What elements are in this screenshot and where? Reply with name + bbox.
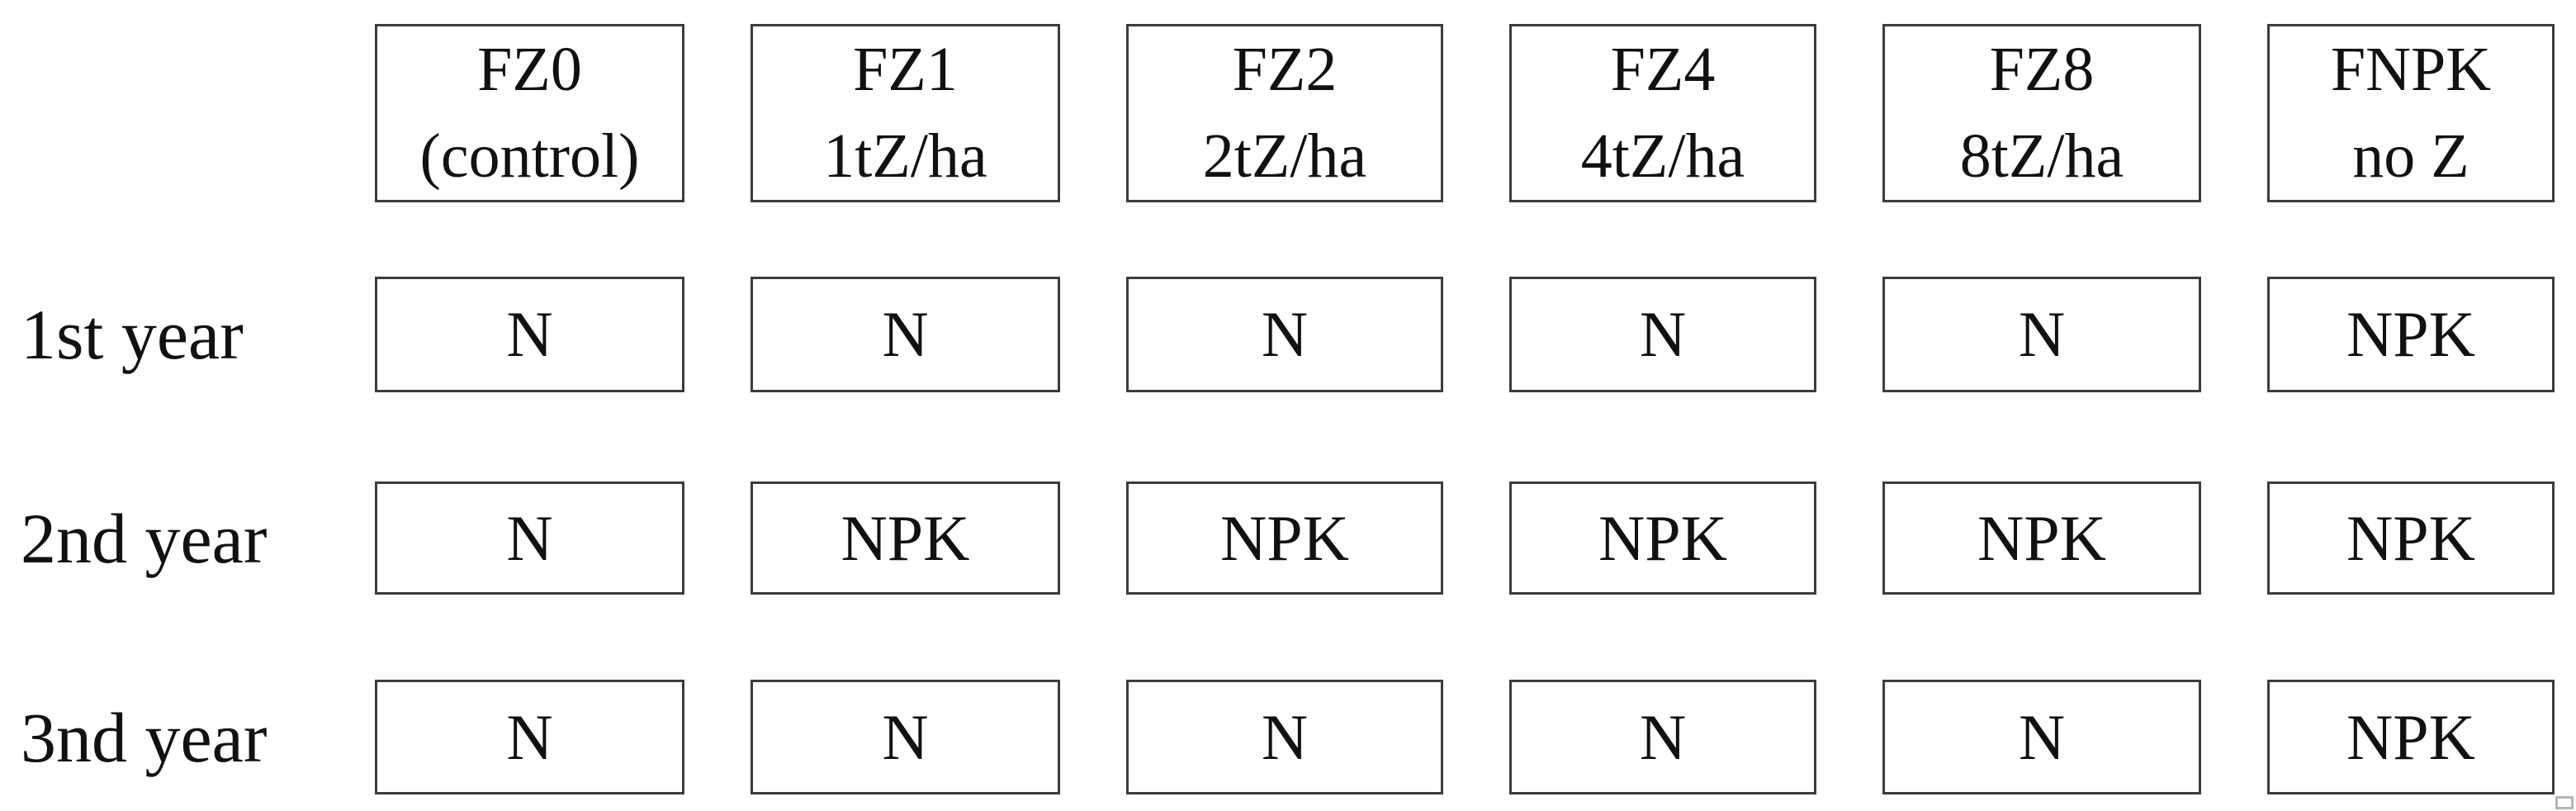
- application-cell-y1-fz8: N: [1882, 277, 2201, 392]
- year-row-1: 1st year N N N N N NPK: [0, 277, 2576, 392]
- application-cell-y3-fz2: N: [1126, 680, 1443, 794]
- application-cell-y3-fnpk: NPK: [2267, 680, 2555, 794]
- resize-handle-icon: [2555, 796, 2574, 809]
- treatment-dose: 1tZ/ha: [823, 121, 987, 191]
- application-cell-y2-fnpk: NPK: [2267, 481, 2555, 595]
- application-cell-y1-fz1: N: [751, 277, 1060, 392]
- application-cell-y3-fz8: N: [1882, 680, 2201, 794]
- treatment-dose: 8tZ/ha: [1959, 121, 2124, 191]
- application-cell-y3-fz0: N: [375, 680, 684, 794]
- treatment-dose: (control): [419, 121, 640, 191]
- application-cell-y1-fnpk: NPK: [2267, 277, 2555, 392]
- application-cell-y1-fz2: N: [1126, 277, 1443, 392]
- treatment-dose: 2tZ/ha: [1202, 121, 1367, 191]
- year-label-2: 2nd year: [21, 498, 268, 578]
- application-cell-y3-fz1: N: [751, 680, 1060, 794]
- application-cell-y1-fz4: N: [1509, 277, 1816, 392]
- application-cell-y2-fz0: N: [375, 481, 684, 595]
- treatment-header-fz1: FZ1 1tZ/ha: [751, 24, 1060, 202]
- year-label-1: 1st year: [21, 295, 244, 374]
- year-row-3: 3nd year N N N N N NPK: [0, 680, 2576, 794]
- treatment-header-fz2: FZ2 2tZ/ha: [1126, 24, 1443, 202]
- application-cell-y2-fz2: NPK: [1126, 481, 1443, 595]
- application-cell-y2-fz8: NPK: [1882, 481, 2201, 595]
- treatment-code: FZ2: [1232, 35, 1338, 104]
- treatment-header-row: FZ0 (control) FZ1 1tZ/ha FZ2 2tZ/ha FZ4 …: [0, 24, 2576, 202]
- application-cell-y1-fz0: N: [375, 277, 684, 392]
- treatment-header-fnpk: FNPK no Z: [2267, 24, 2555, 202]
- treatment-code: FZ8: [1989, 35, 2095, 104]
- treatment-code: FNPK: [2330, 35, 2492, 104]
- treatment-header-fz8: FZ8 8tZ/ha: [1882, 24, 2201, 202]
- application-cell-y2-fz4: NPK: [1509, 481, 1816, 595]
- treatment-header-fz4: FZ4 4tZ/ha: [1509, 24, 1816, 202]
- year-label-3: 3nd year: [21, 697, 268, 777]
- treatment-code: FZ0: [477, 35, 582, 104]
- treatment-dose: 4tZ/ha: [1580, 121, 1745, 191]
- application-cell-y3-fz4: N: [1509, 680, 1816, 794]
- header-row-spacer: [0, 24, 309, 202]
- treatment-header-fz0: FZ0 (control): [375, 24, 684, 202]
- treatment-code: FZ1: [853, 35, 958, 104]
- application-cell-y2-fz1: NPK: [751, 481, 1060, 595]
- treatment-dose: no Z: [2352, 121, 2469, 191]
- year-row-2: 2nd year N NPK NPK NPK NPK NPK: [0, 481, 2576, 595]
- treatment-code: FZ4: [1610, 35, 1716, 104]
